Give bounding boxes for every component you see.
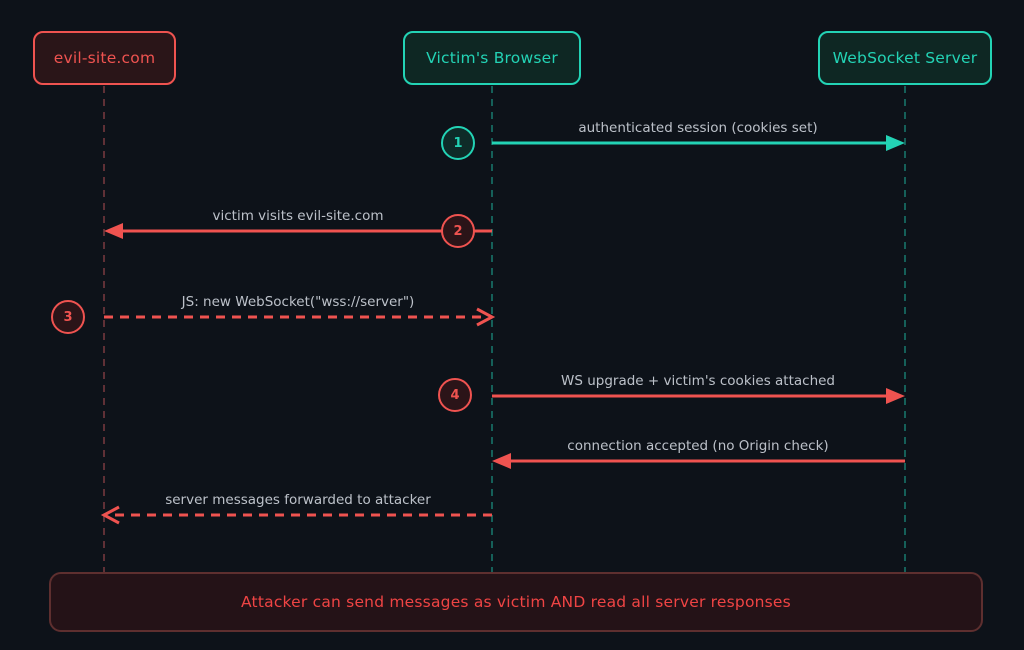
actor-evil-site: evil-site.com xyxy=(33,31,176,85)
message-1-arrowhead-icon xyxy=(886,135,905,151)
message-5-arrowhead-icon xyxy=(492,453,511,469)
message-1-label: authenticated session (cookies set) xyxy=(578,120,818,136)
step-badge-1: 1 xyxy=(441,126,475,160)
message-5-label: connection accepted (no Origin check) xyxy=(567,438,829,454)
step-badge-2: 2 xyxy=(441,214,475,248)
step-badge-4: 4 xyxy=(438,378,472,412)
message-3-label: JS: new WebSocket("wss://server") xyxy=(181,294,415,310)
step-badge-3: 3 xyxy=(51,300,85,334)
message-6-open-arrowhead-icon xyxy=(100,505,120,525)
actor-evil-site-label: evil-site.com xyxy=(53,49,156,67)
message-2-label: victim visits evil-site.com xyxy=(212,208,384,224)
message-2-arrowhead-icon xyxy=(104,223,123,239)
step-badge-1-number: 1 xyxy=(453,135,463,151)
actor-victims-browser-label: Victim's Browser xyxy=(426,49,558,67)
step-badge-2-number: 2 xyxy=(453,223,463,239)
actor-victims-browser: Victim's Browser xyxy=(403,31,581,85)
actor-websocket-server-label: WebSocket Server xyxy=(832,49,978,67)
attack-summary-note: Attacker can send messages as victim AND… xyxy=(49,572,983,632)
message-3-open-arrowhead-icon xyxy=(476,307,496,327)
message-6-label: server messages forwarded to attacker xyxy=(165,492,431,508)
step-badge-4-number: 4 xyxy=(450,387,460,403)
attack-summary-note-text: Attacker can send messages as victim AND… xyxy=(241,593,791,611)
message-4-arrowhead-icon xyxy=(886,388,905,404)
message-4-label: WS upgrade + victim's cookies attached xyxy=(560,373,835,389)
step-badge-3-number: 3 xyxy=(63,309,73,325)
actor-websocket-server: WebSocket Server xyxy=(818,31,992,85)
